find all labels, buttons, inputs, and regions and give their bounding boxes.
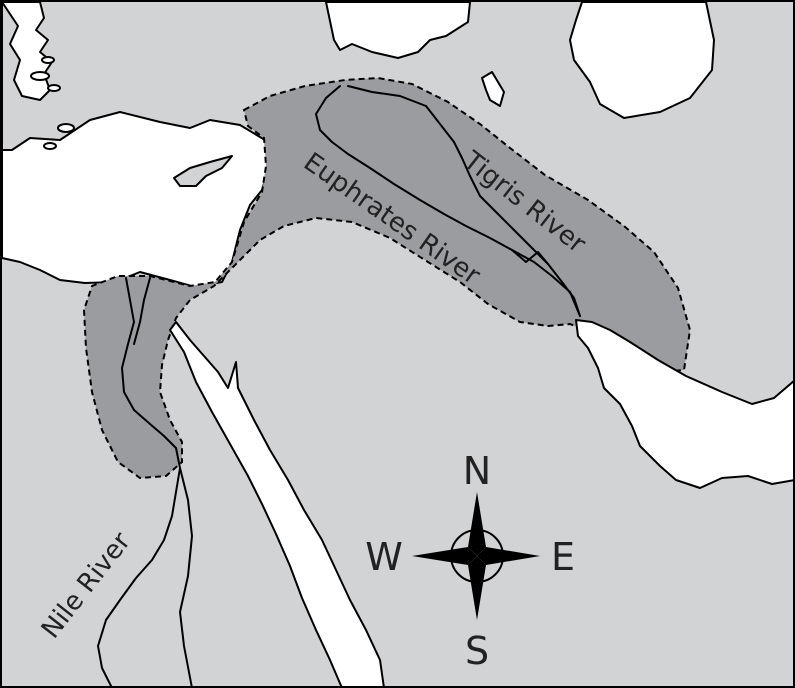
compass-west-label: W xyxy=(365,535,403,579)
blue-nile xyxy=(179,467,193,688)
compass-south-label: S xyxy=(465,629,489,673)
black-sea xyxy=(325,1,471,59)
mediterranean-sea xyxy=(1,1,269,288)
island-small xyxy=(47,84,61,92)
persian-gulf xyxy=(575,319,795,489)
compass-rose-icon xyxy=(412,492,540,620)
island-crete xyxy=(57,123,75,133)
island-small xyxy=(30,71,50,81)
compass-east-label: E xyxy=(551,535,575,579)
lake-van xyxy=(481,71,505,107)
compass-north-label: N xyxy=(463,449,491,493)
tigris-river xyxy=(347,85,581,317)
euphrates-river xyxy=(315,85,581,317)
caspian-sea xyxy=(569,1,715,119)
tributary xyxy=(511,249,549,265)
island-small xyxy=(43,142,57,150)
island-small xyxy=(41,56,55,64)
nile-delta-branch xyxy=(133,277,151,345)
fertile-crescent-region xyxy=(82,76,692,480)
red-sea xyxy=(169,321,385,688)
cyprus xyxy=(173,155,233,187)
